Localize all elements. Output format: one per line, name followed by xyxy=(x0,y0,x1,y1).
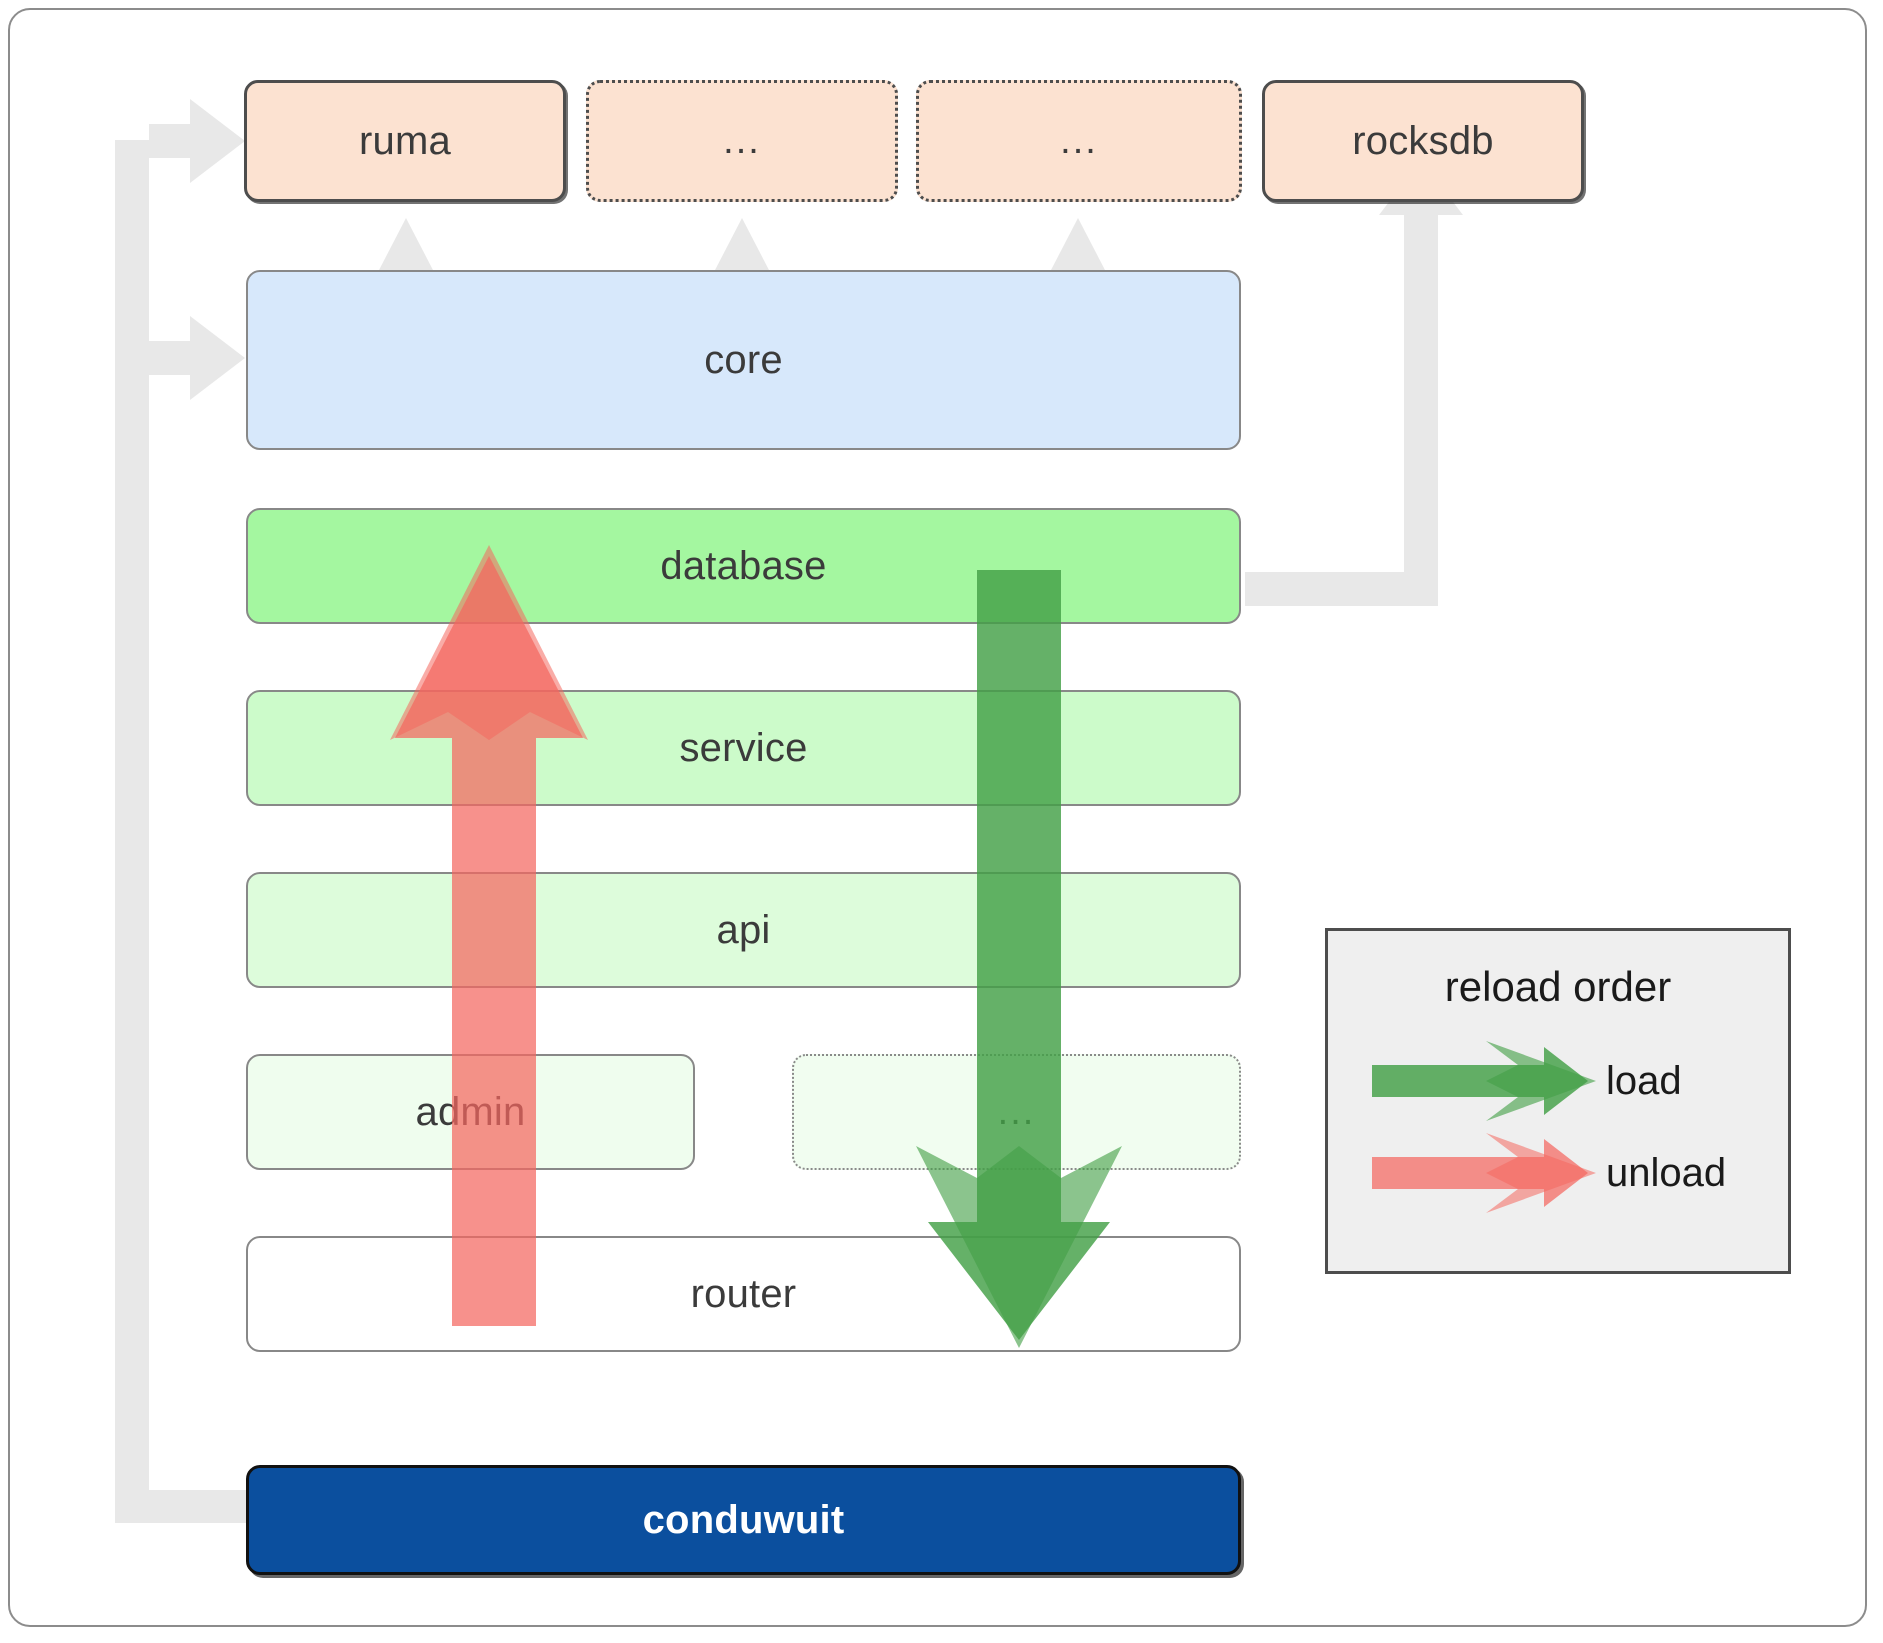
crate-label-api: api xyxy=(716,907,771,952)
crate-box-service[interactable]: service xyxy=(246,690,1241,806)
crate-label-database: database xyxy=(660,543,827,588)
dependency-box-rocksdb[interactable]: rocksdb xyxy=(1262,80,1584,202)
legend-title: reload order xyxy=(1444,963,1672,1010)
binary-box-conduwuit[interactable]: conduwuit xyxy=(246,1465,1241,1575)
crate-box-ellipsis[interactable]: ... xyxy=(792,1054,1241,1170)
crate-box-admin[interactable]: admin xyxy=(246,1054,695,1170)
crate-box-core[interactable]: core xyxy=(246,270,1241,450)
crate-label-service: service xyxy=(679,725,808,770)
dependency-box-ruma[interactable]: ruma xyxy=(244,80,566,202)
legend-panel: reload order load unload xyxy=(1325,928,1791,1274)
legend-label-unload: unload xyxy=(1606,1151,1727,1195)
legend-load-arrow xyxy=(1372,1041,1596,1121)
legend-arrows xyxy=(1372,1041,1596,1213)
dependency-label-ellipsis-2: ... xyxy=(1060,119,1098,162)
dependency-label-rocksdb: rocksdb xyxy=(1352,118,1494,163)
crate-label-core: core xyxy=(704,337,783,382)
dependency-label-ellipsis-1: ... xyxy=(723,119,761,162)
crate-box-router[interactable]: router xyxy=(246,1236,1241,1352)
legend-label-load: load xyxy=(1606,1059,1682,1103)
dependency-box-ellipsis-2[interactable]: ... xyxy=(916,80,1242,202)
legend-unload-arrow xyxy=(1372,1133,1596,1213)
crate-label-admin: admin xyxy=(415,1089,526,1134)
crate-label-ellipsis: ... xyxy=(997,1090,1036,1133)
crate-box-database[interactable]: database xyxy=(246,508,1241,624)
binary-label-conduwuit: conduwuit xyxy=(642,1497,845,1542)
crate-box-api[interactable]: api xyxy=(246,872,1241,988)
crate-label-router: router xyxy=(690,1271,797,1316)
dependency-label-ruma: ruma xyxy=(359,118,451,163)
diagram-frame xyxy=(8,8,1867,1627)
dependency-box-ellipsis-1[interactable]: ... xyxy=(586,80,898,202)
